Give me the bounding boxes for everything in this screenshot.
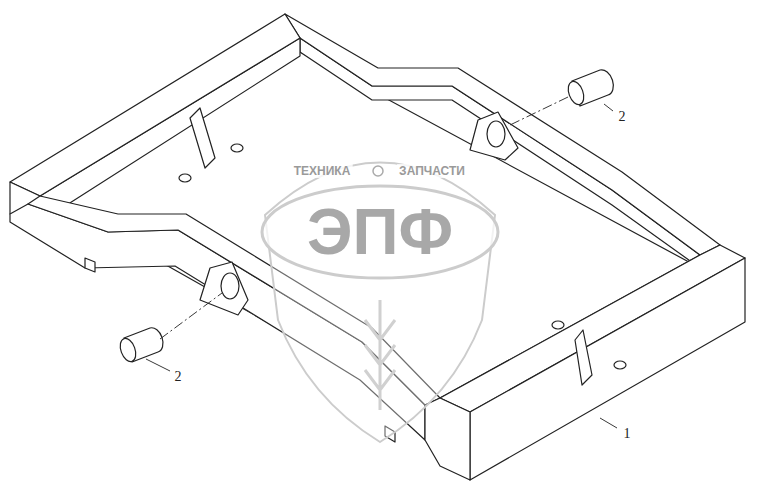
bolt-hole [552, 321, 564, 329]
watermark-text: ЗАПЧАСТИ [397, 164, 467, 178]
lug-hole [487, 121, 505, 147]
leader-line [600, 418, 617, 428]
rib [190, 108, 215, 168]
leader-lines [146, 97, 617, 428]
bushing-end [117, 336, 138, 363]
watermark-logo: ЭПФ [305, 199, 455, 265]
lug [470, 112, 518, 160]
watermark-wheat [365, 300, 395, 410]
bolt-hole [231, 144, 243, 152]
callout-number: 2 [617, 109, 628, 125]
axis-line [508, 97, 568, 126]
callout-number: 1 [622, 426, 633, 442]
leader-line [146, 359, 170, 371]
callout-number: 2 [173, 369, 184, 385]
lug-hole [221, 273, 239, 299]
left-beam-inner [40, 38, 300, 208]
left-beam-top [10, 14, 300, 196]
bolt-hole [614, 361, 626, 369]
leader-line [604, 104, 613, 111]
axis-line [160, 293, 222, 339]
watermark-gear [373, 166, 383, 176]
lug [200, 262, 248, 315]
front-rail-end [425, 398, 470, 480]
right-beam-front [470, 258, 745, 480]
bolt-hole [179, 174, 191, 182]
watermark [262, 163, 498, 443]
bushing-end [565, 79, 586, 106]
foot [85, 258, 95, 272]
frame-body [10, 14, 745, 480]
rib [575, 330, 592, 385]
watermark-oval [262, 186, 498, 278]
watermark-text: ТЕХНИКА [292, 164, 353, 178]
